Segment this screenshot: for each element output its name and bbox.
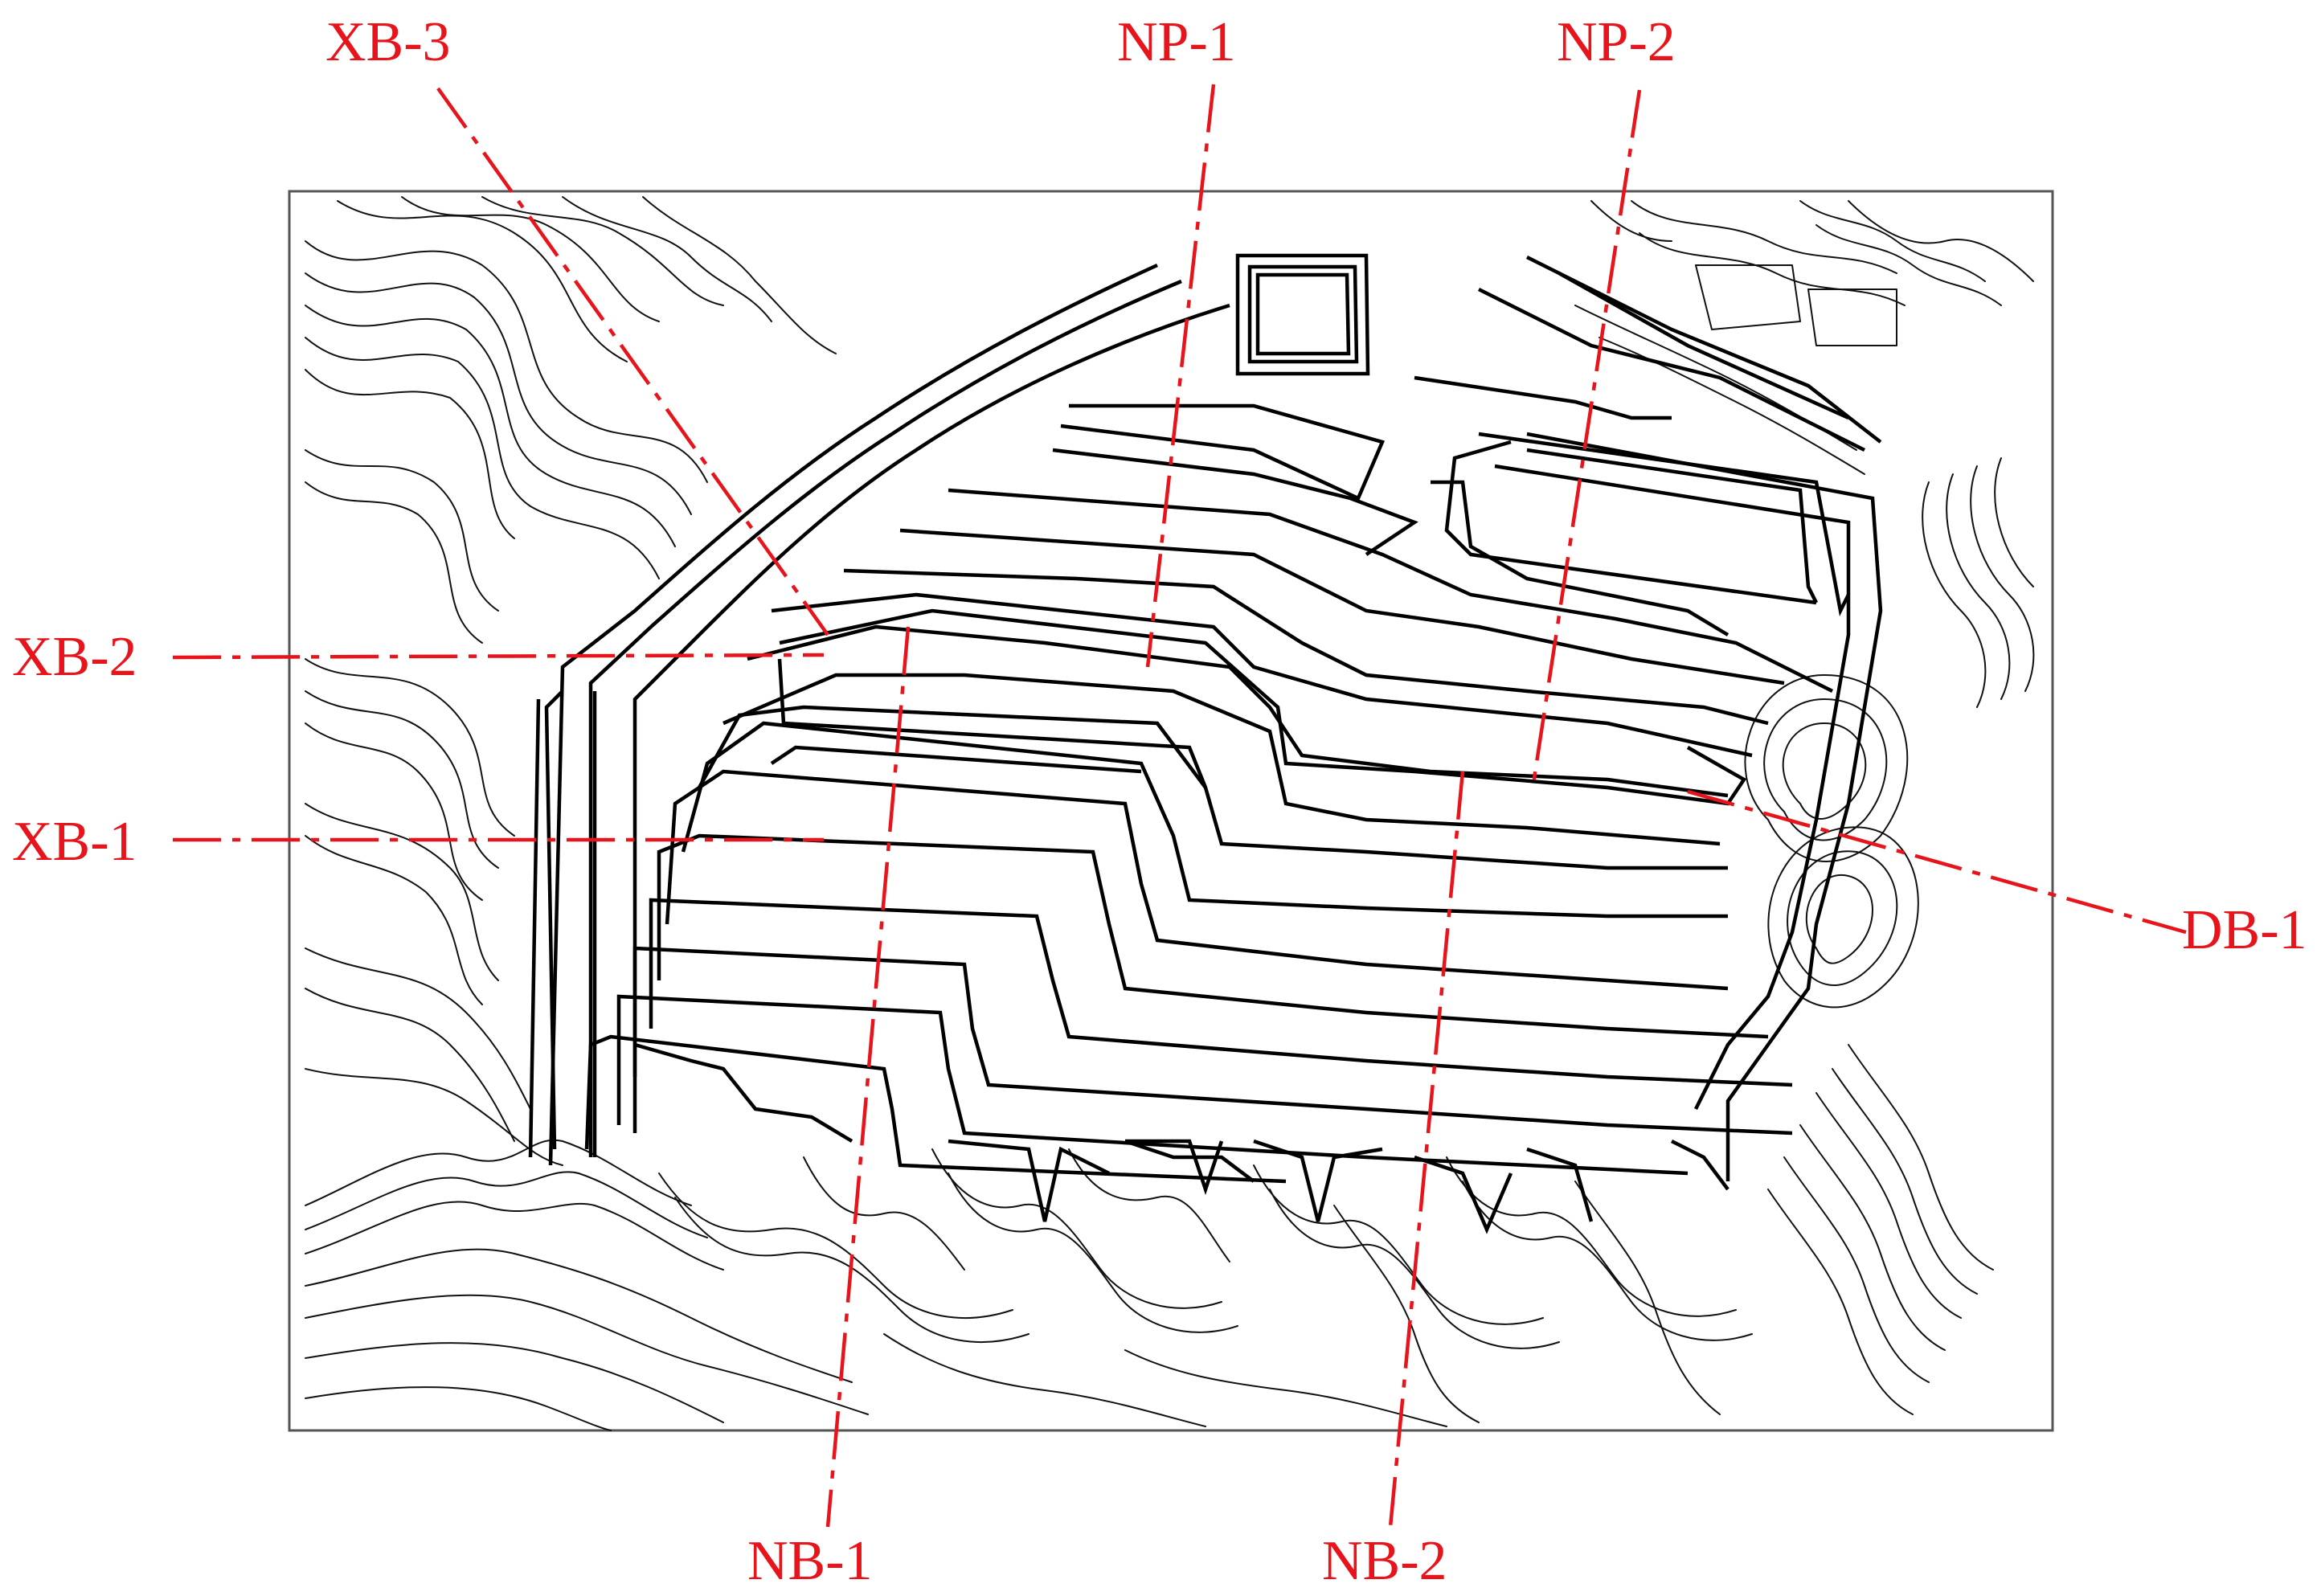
section-label-nb-2: NB-2 <box>1322 1530 1447 1592</box>
pit-benches <box>528 253 1883 1234</box>
section-line-np-1 <box>1145 84 1216 668</box>
map-frame <box>288 190 2054 1432</box>
section-line-db-1 <box>1687 789 2187 935</box>
section-line-nb-2 <box>1388 771 1465 1528</box>
section-line-xb-3 <box>436 87 829 636</box>
section-lines <box>172 84 2187 1528</box>
section-label-nb-1: NB-1 <box>747 1530 873 1592</box>
section-label-xb-1: XB-1 <box>12 811 137 873</box>
section-label-xb-3: XB-3 <box>325 11 451 73</box>
section-label-db-1: DB-1 <box>2182 899 2307 961</box>
section-label-np-2: NP-2 <box>1557 11 1676 73</box>
section-labels: XB-3 NP-1 NP-2 XB-2 XB-1 DB-1 NB-1 NB-2 <box>12 11 2307 1592</box>
section-line-xb-2 <box>172 653 825 660</box>
terrain-contours <box>305 196 2035 1431</box>
section-label-xb-2: XB-2 <box>12 626 137 688</box>
section-label-np-1: NP-1 <box>1117 11 1236 73</box>
section-line-nb-1 <box>825 626 911 1528</box>
section-line-np-2 <box>1531 89 1642 784</box>
